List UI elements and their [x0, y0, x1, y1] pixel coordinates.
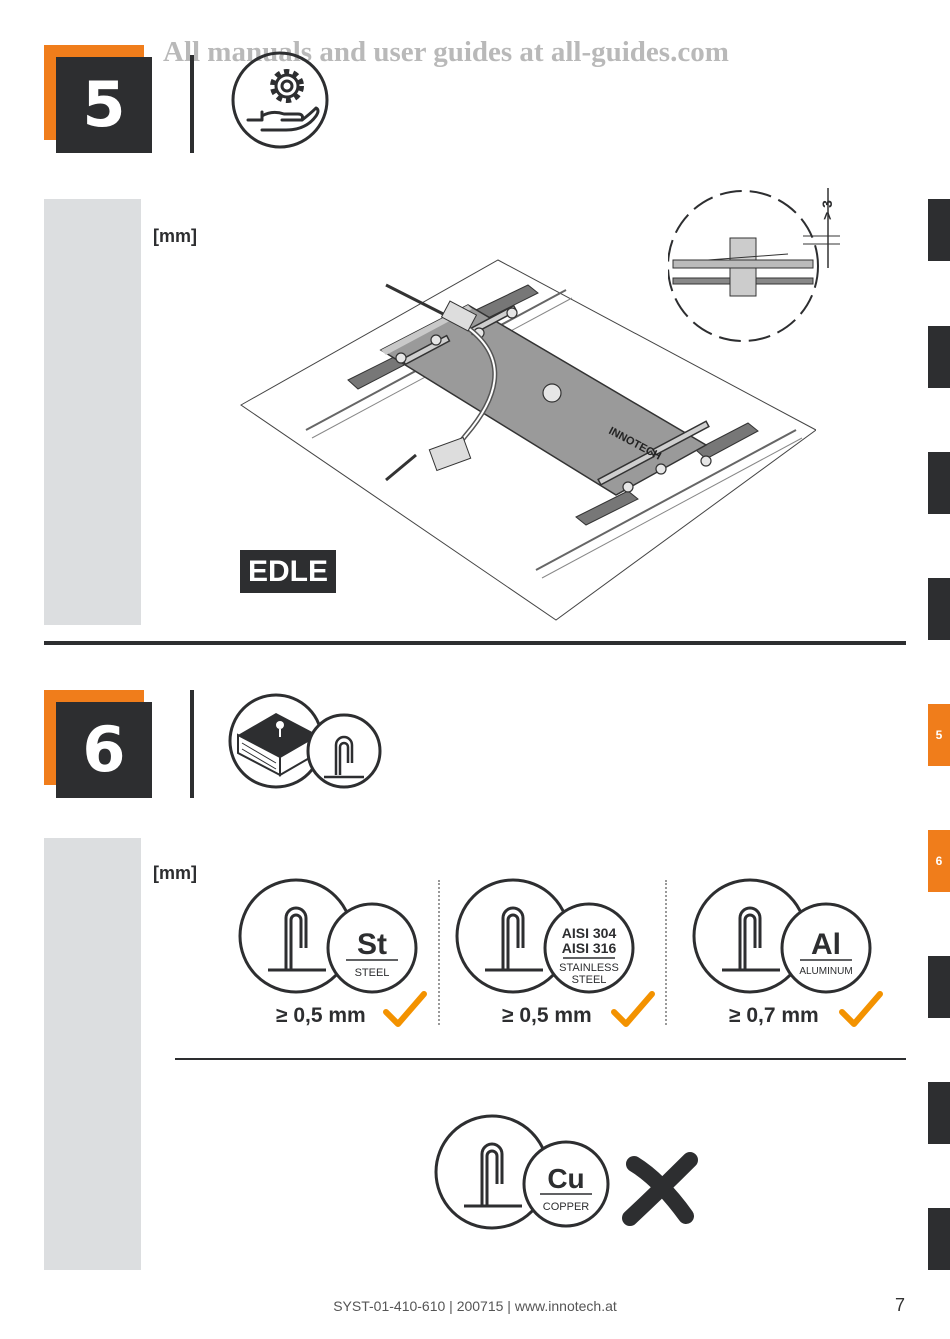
- detail-view: > 3: [668, 188, 840, 342]
- side-tab[interactable]: [928, 956, 950, 1018]
- side-tab[interactable]: [928, 1082, 950, 1144]
- side-tab-6[interactable]: 6: [928, 830, 950, 892]
- material-stainless: AISI 304 AISI 316 STAINLESS STEEL: [455, 878, 635, 994]
- side-tab[interactable]: [928, 199, 950, 261]
- material-name: ALUMINUM: [799, 966, 852, 977]
- material-name: COPPER: [543, 1201, 590, 1213]
- section-divider: [44, 641, 906, 645]
- standing-seam-icon: [306, 713, 382, 789]
- material-symbol-2: AISI 316: [562, 940, 617, 956]
- anchor-installation-illustration: INNOTECH: [240, 259, 816, 621]
- page-number: 7: [894, 1295, 905, 1315]
- min-thickness-aluminum: ≥ 0,7 mm: [729, 1004, 819, 1027]
- materials-divider: [175, 1058, 906, 1060]
- check-icon: [839, 991, 883, 1027]
- material-separator: [438, 880, 440, 1025]
- side-tab[interactable]: [928, 578, 950, 640]
- check-icon: [383, 991, 427, 1027]
- side-tab[interactable]: [928, 326, 950, 388]
- step5-unit-label: [mm]: [153, 226, 197, 246]
- roof-sheet-icon: [228, 693, 324, 789]
- roof-material-icons: [228, 693, 382, 789]
- step5-divider: [190, 55, 194, 153]
- material-copper: Cu COPPER: [434, 1114, 610, 1230]
- side-tab[interactable]: [928, 1208, 950, 1270]
- material-name: STAINLESS: [559, 962, 619, 974]
- side-tab[interactable]: [928, 452, 950, 514]
- material-aluminum: Al ALUMINUM: [692, 878, 872, 994]
- material-symbol: St: [357, 928, 387, 961]
- hand-gear-icon: [231, 51, 329, 149]
- product-badge: EDLE: [240, 550, 336, 593]
- step5-panel: [44, 199, 141, 625]
- material-separator: [665, 880, 667, 1025]
- detail-dimension: > 3: [819, 200, 835, 220]
- material-steel: St STEEL: [238, 878, 418, 994]
- min-thickness-stainless: ≥ 0,5 mm: [502, 1004, 592, 1027]
- min-thickness-steel: ≥ 0,5 mm: [276, 1004, 366, 1027]
- step6-panel: [44, 838, 141, 1270]
- material-name: STEEL: [355, 967, 390, 979]
- check-icon: [611, 991, 655, 1027]
- step6-unit-label: [mm]: [153, 863, 197, 883]
- side-tab-5[interactable]: 5: [928, 704, 950, 766]
- footer: SYST-01-410-610 | 200715 | www.innotech.…: [333, 1298, 617, 1314]
- step6-divider: [190, 690, 194, 798]
- watermark: All manuals and user guides at all-guide…: [163, 36, 729, 68]
- material-name-2: STEEL: [572, 974, 607, 986]
- step5-number: 5: [56, 57, 152, 153]
- material-symbol: AISI 304: [562, 925, 617, 941]
- step6-number: 6: [56, 702, 152, 798]
- material-symbol: Al: [811, 928, 841, 961]
- cross-icon: [622, 1152, 698, 1226]
- material-symbol: Cu: [547, 1163, 584, 1194]
